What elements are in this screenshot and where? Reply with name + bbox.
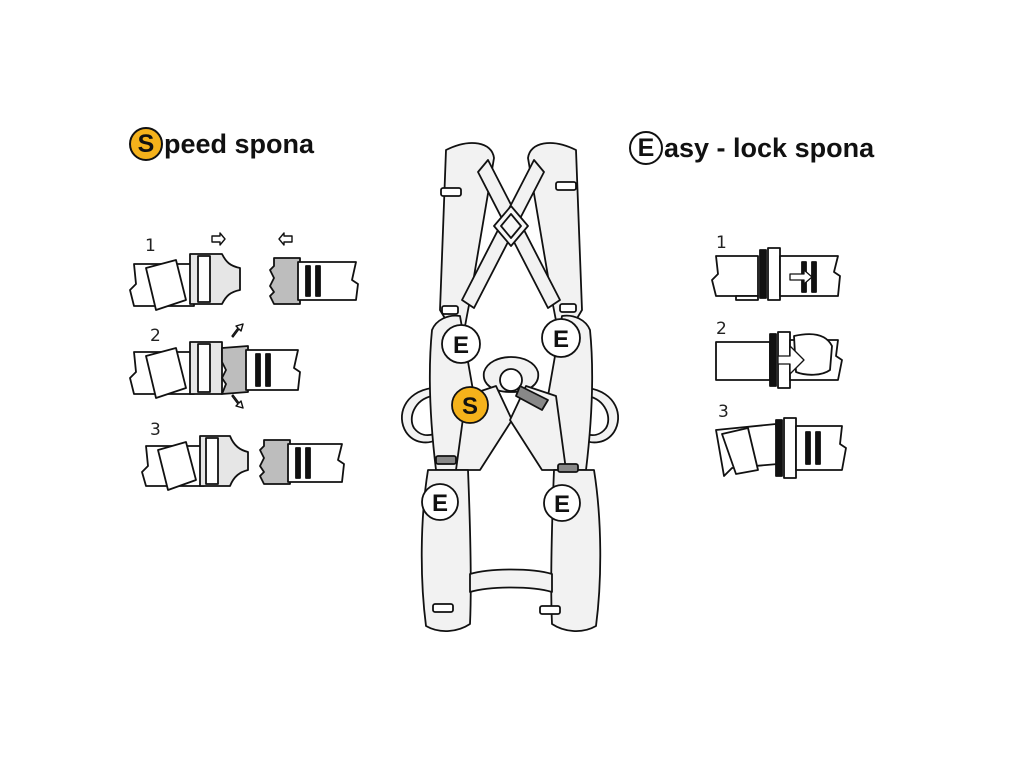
- harness-marker-e-lower-left-label: E: [432, 490, 448, 517]
- easy-step-2-number: 2: [716, 319, 727, 339]
- speed-marker-badge: S: [129, 127, 163, 161]
- harness-marker-e-lower-right-label: E: [554, 491, 570, 518]
- easy-step-1-number: 1: [716, 233, 727, 253]
- speed-spona-heading: S peed spona: [129, 127, 314, 161]
- speed-step-1-number: 1: [145, 236, 156, 256]
- harness-marker-s-center: [451, 386, 489, 424]
- harness-marker-s-center-label: S: [462, 393, 478, 420]
- harness-marker-e-upper-left-label: E: [453, 332, 469, 359]
- easy-step-3-number: 3: [718, 402, 729, 422]
- speed-step-2-illustration: [129, 323, 301, 409]
- harness-marker-e-upper-left: [441, 324, 481, 364]
- easy-lock-spona-title: asy - lock spona: [664, 132, 875, 163]
- easy-lock-spona-heading: E asy - lock spona: [629, 131, 874, 165]
- speed-spona-title: peed spona: [164, 128, 315, 159]
- easy-step-2-illustration: [715, 331, 843, 389]
- speed-step-3-number: 3: [150, 420, 161, 440]
- easy-step-3-illustration: [715, 417, 847, 479]
- easy-step-1-illustration: [711, 247, 841, 301]
- harness-marker-e-lower-left: [421, 483, 459, 521]
- harness-marker-e-lower-right: [543, 484, 581, 522]
- easy-marker-badge: E: [629, 131, 663, 165]
- speed-step-3-illustration: [141, 435, 345, 491]
- speed-step-2-number: 2: [150, 326, 161, 346]
- harness-illustration: [401, 142, 619, 632]
- harness-marker-e-upper-right-label: E: [553, 326, 569, 353]
- harness-marker-e-upper-right: [541, 318, 581, 358]
- speed-step-1-illustration: [129, 232, 359, 311]
